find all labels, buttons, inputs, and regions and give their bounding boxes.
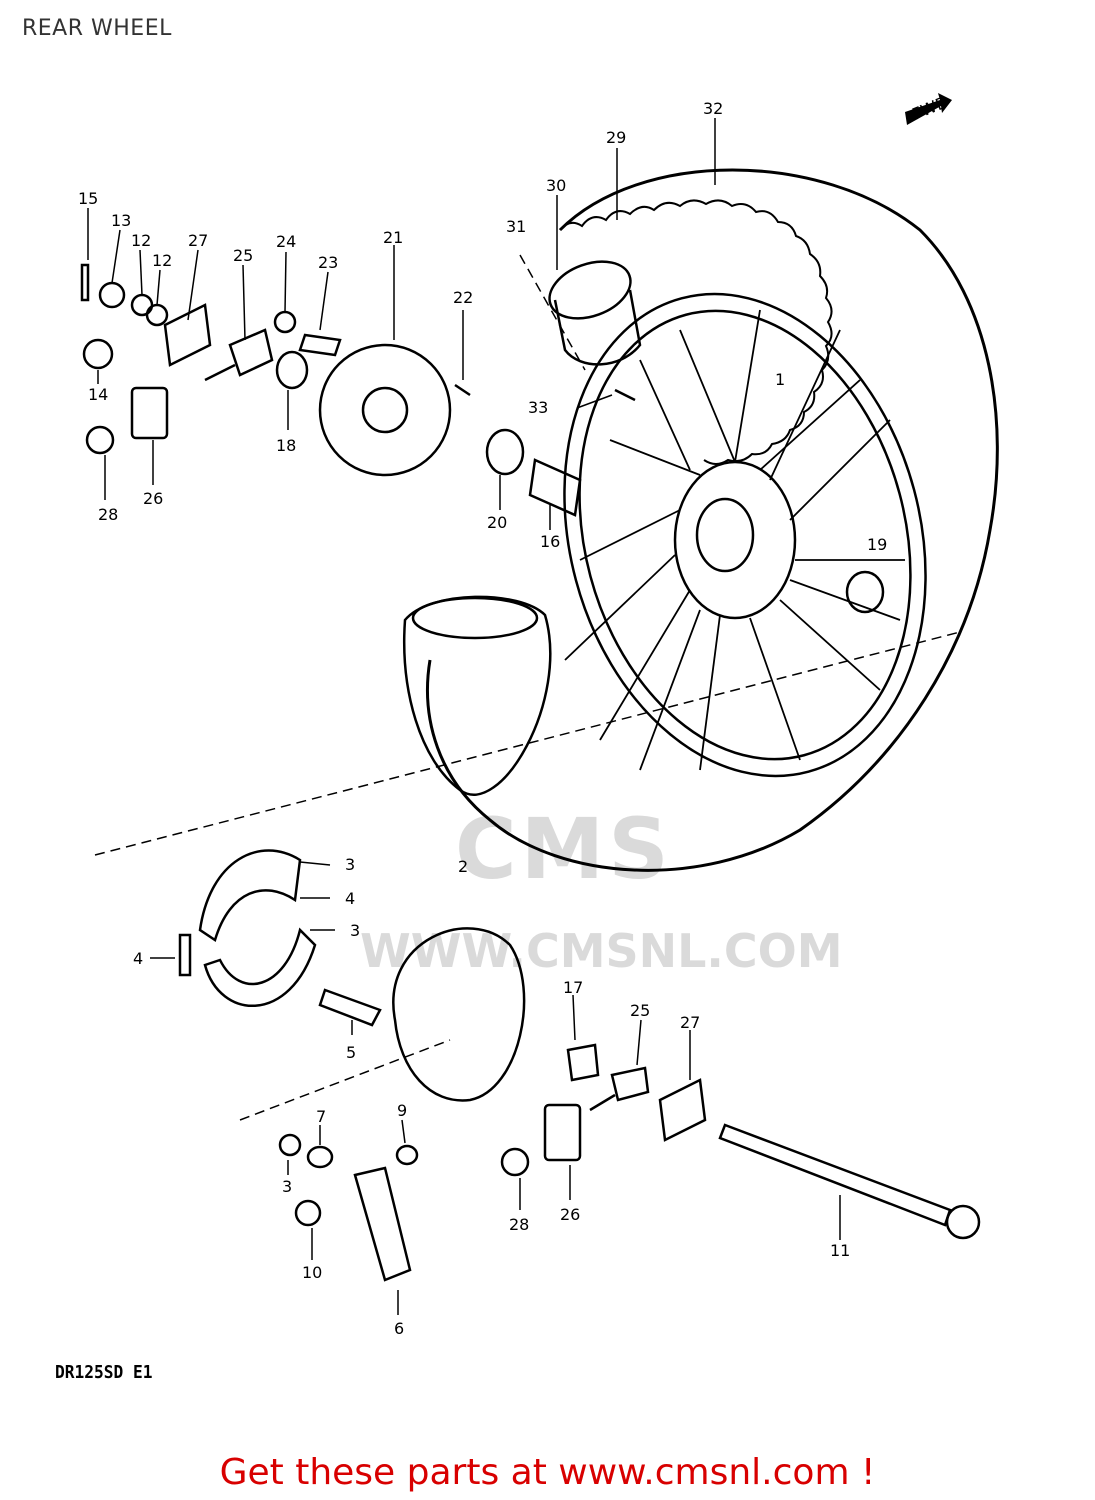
model-code: DR125SD E1	[55, 1362, 153, 1383]
part-label-26: 26	[143, 489, 163, 508]
nut-part-28-bottom	[500, 1147, 530, 1177]
part-label-16: 16	[540, 532, 560, 551]
tire-tread	[559, 199, 833, 465]
cam-lever-part-6	[353, 1166, 412, 1282]
bolt-part-10	[294, 1199, 322, 1227]
nut-part-3-bottom	[278, 1133, 302, 1157]
bearing-part-20	[485, 428, 525, 476]
part-label-10: 10	[302, 1263, 322, 1282]
hub-flange	[673, 460, 797, 620]
valve-part-33	[614, 388, 636, 402]
part-label-3: 3	[345, 855, 355, 874]
hub-center	[695, 497, 755, 573]
part-label-11: 11	[830, 1241, 850, 1260]
part-label-25: 25	[233, 246, 253, 265]
part-label-21: 21	[383, 228, 403, 247]
part-label-2: 2	[458, 857, 468, 876]
part-label-13: 13	[111, 211, 131, 230]
part-label-24: 24	[276, 232, 296, 251]
part-label-1: 1	[775, 370, 785, 389]
rim-outer	[563, 292, 927, 778]
clip-part-23	[298, 333, 342, 357]
spacer-part-17	[566, 1043, 600, 1082]
part-label-23: 23	[318, 253, 338, 272]
part-number-labels: 1 2 3 3 3 4 4 5 6 7 9 10 11 12 12 13 14 …	[78, 99, 887, 1338]
part-label-3: 3	[350, 921, 360, 940]
fwd-arrow	[905, 93, 952, 125]
part-label-25: 25	[630, 1001, 650, 1020]
brake-shoe-part-3-lower	[203, 927, 317, 1008]
adjuster-part-25-bottom	[589, 1066, 650, 1112]
watermark-logo: CMS	[455, 800, 673, 898]
part-label-19: 19	[867, 535, 887, 554]
bolt-part-15	[80, 263, 90, 302]
part-label-15: 15	[78, 189, 98, 208]
bushing-part-19	[845, 570, 885, 614]
spring-part-4	[178, 933, 192, 977]
part-label-26: 26	[560, 1205, 580, 1224]
part-label-33: 33	[528, 398, 548, 417]
part-label-27: 27	[680, 1013, 700, 1032]
part-label-6: 6	[394, 1319, 404, 1338]
spacer-part-16	[528, 458, 582, 517]
part-label-27: 27	[188, 231, 208, 250]
adjuster-part-25	[204, 328, 274, 382]
plate-part-26	[130, 386, 169, 440]
washer-part-9	[395, 1144, 419, 1166]
nut-part-28	[85, 425, 115, 455]
part-label-14: 14	[88, 385, 108, 404]
axle-part-11	[718, 1123, 952, 1227]
washer-part-13	[98, 281, 126, 309]
washer-part-7	[306, 1145, 334, 1169]
part-label-32: 32	[703, 99, 723, 118]
sprocket-part-21	[318, 343, 452, 477]
part-label-3: 3	[282, 1177, 292, 1196]
footer-cta-link[interactable]: Get these parts at www.cmsnl.com !	[219, 1452, 876, 1493]
part-label-7: 7	[316, 1107, 326, 1126]
part-label-22: 22	[453, 288, 473, 307]
tire-outline	[426, 168, 999, 872]
cam-part-5	[318, 988, 382, 1027]
part-label-4: 4	[345, 889, 355, 908]
brake-panel-part-2	[392, 927, 526, 1102]
part-label-30: 30	[546, 176, 566, 195]
adjuster-part-27	[163, 303, 212, 367]
part-label-18: 18	[276, 436, 296, 455]
bolt-part-22	[454, 383, 471, 397]
part-label-12: 12	[152, 251, 172, 270]
part-label-9: 9	[397, 1101, 407, 1120]
part-label-5: 5	[346, 1043, 356, 1062]
washer-part-18	[275, 350, 309, 390]
adjuster-part-27-bottom	[658, 1078, 707, 1142]
plate-part-26-bottom	[543, 1103, 582, 1162]
part-label-29: 29	[606, 128, 626, 147]
brake-shoe-part-3-upper	[198, 849, 302, 942]
part-label-28: 28	[509, 1215, 529, 1234]
part-label-4: 4	[133, 949, 143, 968]
nut-part-14	[82, 338, 114, 370]
part-label-12: 12	[131, 231, 151, 250]
part-label-31: 31	[506, 217, 526, 236]
part-label-20: 20	[487, 513, 507, 532]
fwd-marker-label: FWD	[909, 92, 951, 124]
spacer-part-24	[273, 310, 297, 334]
part-label-17: 17	[563, 978, 583, 997]
rim-inner	[578, 309, 912, 761]
tube-part-30	[548, 260, 632, 320]
part-label-28: 28	[98, 505, 118, 524]
spokes	[564, 309, 905, 771]
page-title: REAR WHEEL	[22, 16, 172, 41]
